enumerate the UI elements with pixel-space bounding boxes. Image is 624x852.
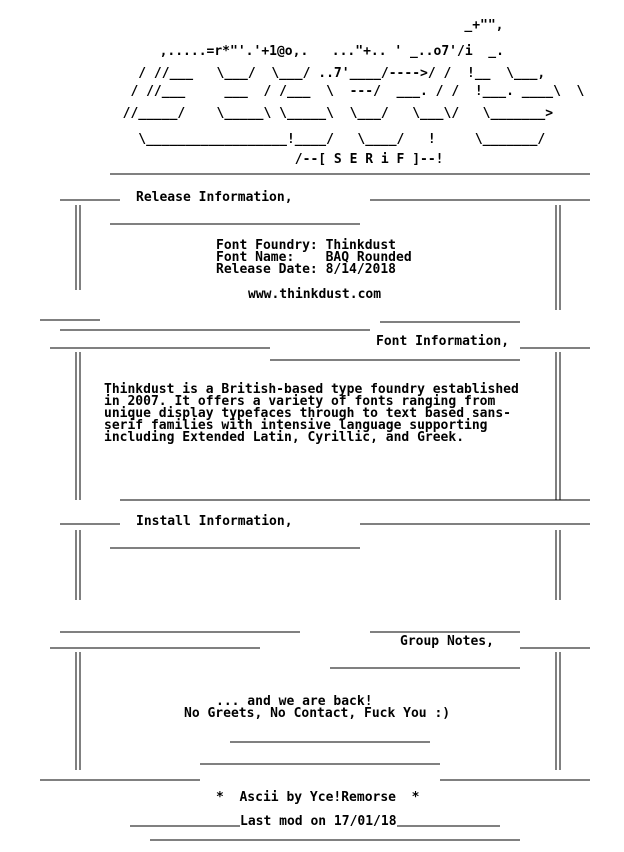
release-line-foundry: Font Foundry: Thinkdust	[216, 238, 397, 253]
group-line-2: No Greets, No Contact, Fuck You :)	[184, 706, 451, 721]
font-line-3: unique display typefaces through to text…	[104, 406, 511, 421]
logo-line-6: /--[ S E R i F ]--!	[60, 152, 444, 167]
font-line-1: Thinkdust is a British-based type foundr…	[104, 382, 519, 397]
release-url: www.thinkdust.com	[248, 287, 382, 302]
footer-last-mod: Last mod on 17/01/18	[240, 814, 397, 829]
font-line-2: in 2007. It offers a variety of fonts ra…	[104, 394, 496, 409]
install-heading: Install Information,	[136, 514, 293, 529]
footer-credit: * Ascii by Yce!Remorse *	[216, 790, 420, 805]
font-line-4: serif families with intensive language s…	[104, 418, 488, 433]
release-heading: Release Information,	[136, 190, 293, 205]
font-heading: Font Information,	[376, 334, 510, 349]
logo-line-4: //_____/ \_____\ \_____\ \___/ \___\/ \_…	[60, 106, 554, 121]
group-line-1: ... and we are back!	[216, 694, 373, 709]
logo-line-1: ,.....=r*"'.'+1@o,. ..."+.. ' _..o7'/i _…	[50, 44, 504, 59]
logo-line-0: _+"",	[120, 18, 504, 33]
release-line-fontname: Font Name: BAQ Rounded	[216, 250, 412, 265]
release-line-date: Release Date: 8/14/2018	[216, 262, 397, 277]
logo-line-2: / //___ \___/ \___/ ..7'____/---->/ / !_…	[60, 66, 546, 81]
font-line-5: including Extended Latin, Cyrillic, and …	[104, 430, 465, 445]
logo-line-5: \__________________!____/ \____/ ! \____…	[60, 132, 546, 147]
group-heading: Group Notes,	[400, 634, 494, 649]
logo-line-3: / //___ ___ / /___ \ ---/ ___. / / !___.…	[60, 84, 585, 99]
